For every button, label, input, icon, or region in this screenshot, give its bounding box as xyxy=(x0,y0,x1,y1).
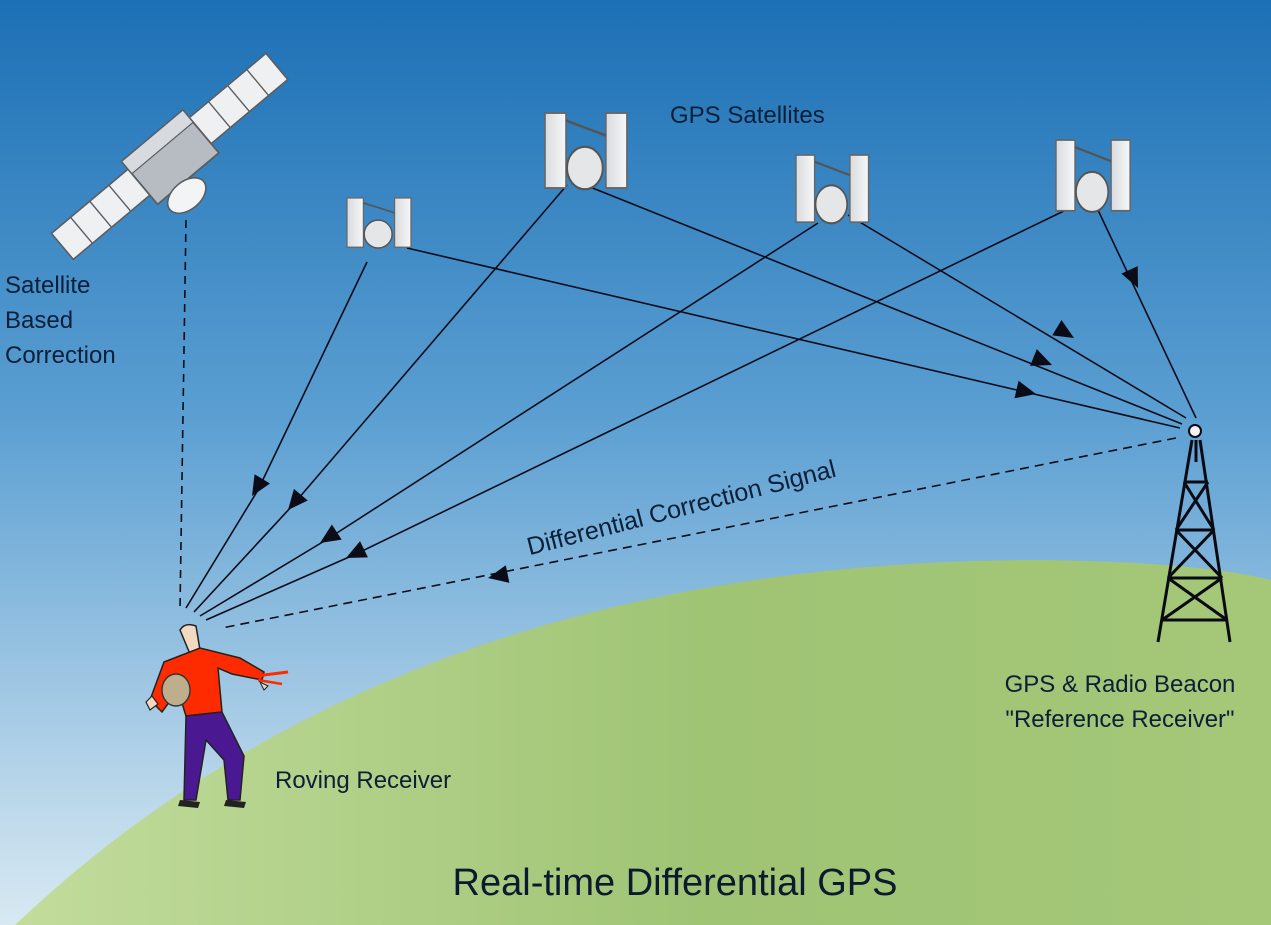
signal-lines-reference xyxy=(406,184,1197,429)
satellite-correction-line xyxy=(179,219,187,609)
arrowheads-reference xyxy=(1014,266,1138,399)
arrowhead xyxy=(288,488,308,510)
arrowheads-roving xyxy=(252,474,368,558)
signal-line xyxy=(355,207,1071,555)
signal-line xyxy=(257,261,368,491)
gps-satellites-label: GPS Satellites xyxy=(670,102,825,129)
arrowhead xyxy=(1014,380,1036,399)
surveyor-figure-icon xyxy=(145,623,289,808)
signal-line xyxy=(193,505,293,613)
diagram-title: Real-time Differential GPS xyxy=(452,862,898,904)
signal-line xyxy=(291,184,568,507)
arrowhead xyxy=(1030,349,1052,366)
signal-line xyxy=(205,553,357,621)
satellite-based-correction-label: Satellite Based Correction xyxy=(5,272,116,369)
arrowhead xyxy=(1052,319,1074,338)
signal-line xyxy=(847,214,1187,419)
arrowhead xyxy=(1121,266,1138,288)
roving-receiver-label: Roving Receiver xyxy=(275,767,452,794)
arrowhead xyxy=(488,565,510,583)
arrowhead xyxy=(320,524,342,543)
signal-line xyxy=(1097,209,1197,419)
arrowhead xyxy=(346,541,368,558)
radio-tower-icon xyxy=(1156,424,1232,643)
signal-line xyxy=(584,184,1183,425)
differential-correction-line xyxy=(221,437,1177,629)
reference-receiver-label: GPS & Radio Beacon "Reference Receiver" xyxy=(1004,671,1236,733)
signal-line xyxy=(199,539,327,617)
arrowhead xyxy=(252,474,271,496)
signal-lines-roving xyxy=(185,184,1071,621)
signal-line xyxy=(325,222,819,541)
signal-line xyxy=(185,489,259,609)
signal-line xyxy=(406,247,1181,429)
earth-hill xyxy=(15,560,1271,925)
correction-satellite-icon xyxy=(50,52,289,261)
